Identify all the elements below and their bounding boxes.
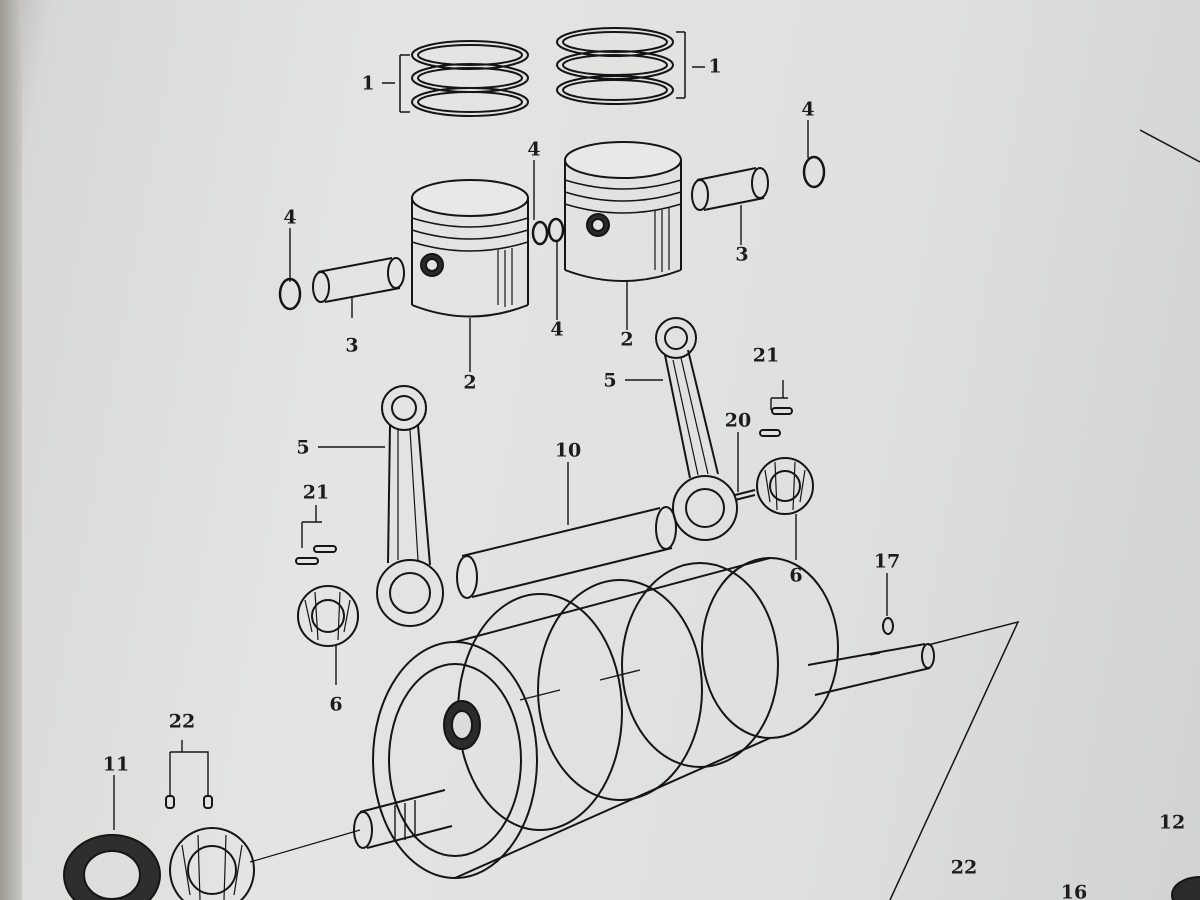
piston-pin-right xyxy=(691,167,769,211)
callout-21-right: 21 xyxy=(752,344,780,367)
connecting-rod-right xyxy=(655,317,738,541)
crank-pin xyxy=(456,506,677,599)
callout-3-right: 3 xyxy=(735,243,749,266)
woodruff-key xyxy=(882,617,894,635)
crankshaft-assembly xyxy=(353,557,935,879)
callout-5-right: 5 xyxy=(603,369,617,392)
callout-4-lower-middle: 4 xyxy=(550,318,564,341)
dowel-pins-22 xyxy=(165,795,213,809)
callout-3-left: 3 xyxy=(345,334,359,357)
leader-lines xyxy=(113,120,888,830)
callout-2-left-piston: 2 xyxy=(463,371,477,394)
piston-right xyxy=(564,141,682,282)
clip-4 xyxy=(802,155,826,189)
piston-ring-set-right xyxy=(556,27,674,105)
needle-bearing-right xyxy=(756,457,814,515)
oil-jet-pin xyxy=(734,489,756,501)
connecting-rod-left xyxy=(376,385,444,627)
main-bearing xyxy=(169,827,255,900)
page-edge xyxy=(0,0,22,900)
callout-5-left: 5 xyxy=(296,436,310,459)
callout-1-right: 1 xyxy=(708,55,722,78)
clip-1 xyxy=(278,277,302,311)
oil-seal xyxy=(63,834,161,900)
dowel-pins-21-left xyxy=(295,545,337,565)
clip-2 xyxy=(531,220,549,246)
callout-4-right: 4 xyxy=(801,98,815,121)
clip-3 xyxy=(547,217,565,243)
callout-6-right: 6 xyxy=(789,564,803,587)
piston-left xyxy=(411,179,529,318)
callout-1-left: 1 xyxy=(361,72,375,95)
callout-21-left: 21 xyxy=(302,481,330,504)
callout-17: 17 xyxy=(873,550,901,573)
dowel-pins-21-right xyxy=(759,407,793,437)
piston-pin-left xyxy=(312,257,405,303)
piston-ring-set-left xyxy=(411,40,529,117)
callout-2-right-piston: 2 xyxy=(620,328,634,351)
callout-22-left: 22 xyxy=(168,710,196,733)
callout-16: 16 xyxy=(1060,881,1088,900)
callout-11: 11 xyxy=(102,753,130,776)
needle-bearing-left xyxy=(297,585,359,647)
callout-4-upper-middle: 4 xyxy=(527,138,541,161)
part-12-edge xyxy=(1171,876,1200,900)
callout-20: 20 xyxy=(724,409,752,432)
callout-10: 10 xyxy=(554,439,582,462)
callout-12: 12 xyxy=(1158,811,1186,834)
callout-6-left: 6 xyxy=(329,693,343,716)
callout-22-right: 22 xyxy=(950,856,978,879)
callout-4-left: 4 xyxy=(283,206,297,229)
